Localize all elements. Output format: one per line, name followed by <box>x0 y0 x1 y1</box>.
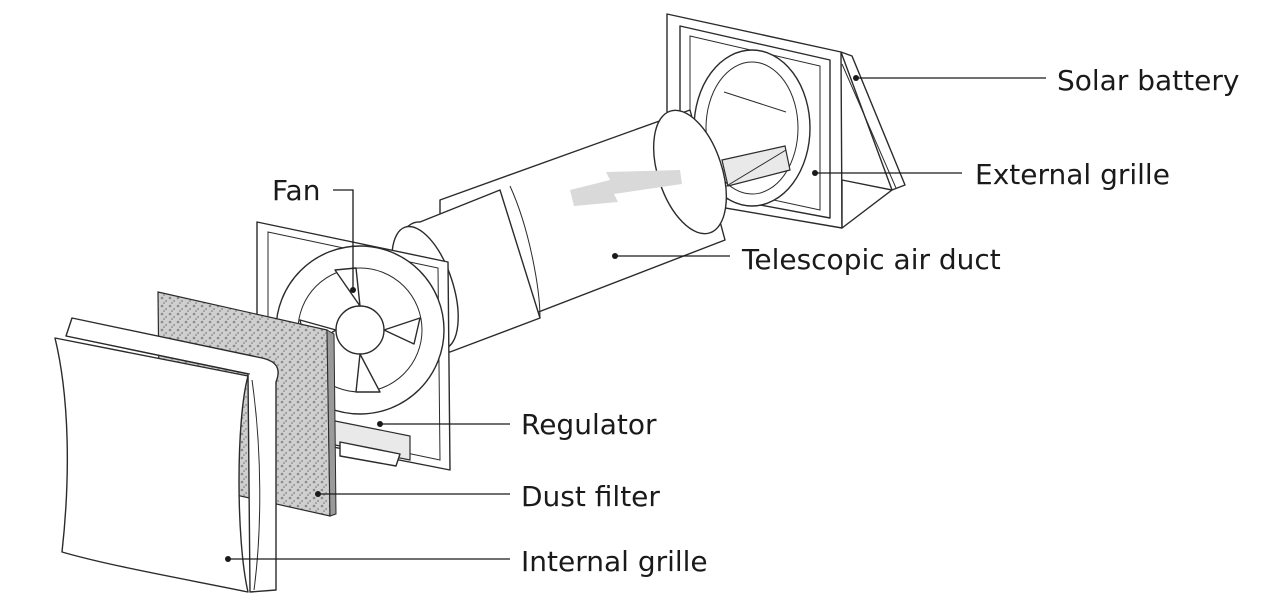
solar-battery <box>840 51 906 229</box>
label-regulator: Regulator <box>521 408 657 441</box>
leader-lines <box>225 75 1046 562</box>
leader-dot-fan <box>350 287 356 293</box>
label-fan: Fan <box>272 174 320 207</box>
label-external-grille: External grille <box>975 158 1170 191</box>
label-telescopic-air-duct: Telescopic air duct <box>741 243 1001 276</box>
internal-grille <box>54 317 279 593</box>
label-internal-grille: Internal grille <box>521 545 708 578</box>
label-dust-filter: Dust filter <box>521 480 660 513</box>
leader-line-fan <box>333 189 354 290</box>
label-solar-battery: Solar battery <box>1057 64 1239 97</box>
airflow-arrow <box>570 170 682 206</box>
labels: Solar battery External grille Fan Telesc… <box>272 64 1239 578</box>
